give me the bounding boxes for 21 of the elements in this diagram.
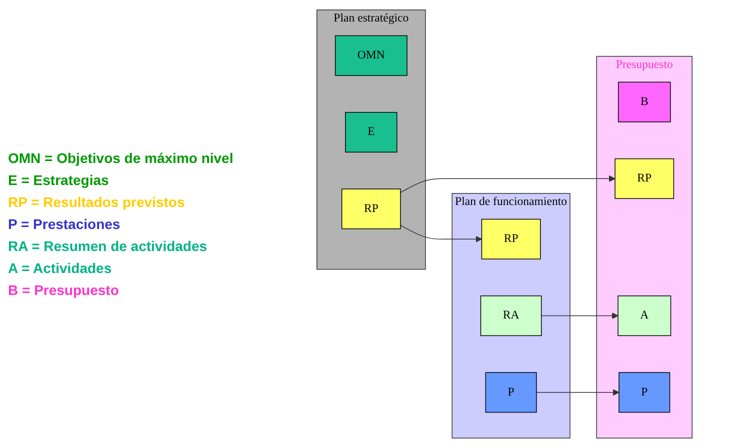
node-box: RP (481, 218, 541, 260)
node-box: RA (480, 296, 542, 336)
arrow (536, 389, 620, 396)
legend-entry: E = Estrategias (8, 172, 109, 188)
arrow (400, 224, 482, 242)
legend-entry: OMN = Objetivos de máximo nivel (8, 150, 234, 166)
node-box: P (618, 372, 670, 413)
node-box: OMN (334, 35, 408, 76)
node-box: RP (614, 158, 674, 199)
legend-entry: P = Prestaciones (8, 216, 120, 232)
legend-entry: A = Actividades (8, 260, 112, 276)
legend-entry: B = Presupuesto (8, 282, 119, 298)
arrow (400, 175, 616, 193)
node-box: B (618, 82, 671, 122)
arrow (540, 312, 618, 319)
node-box: E (345, 112, 398, 152)
legend-entry: RA = Resumen de actividades (8, 238, 208, 254)
node-box: P (485, 372, 537, 413)
node-box: A (618, 296, 672, 336)
node-box: RP (341, 188, 401, 230)
legend-entry: RP = Resultados previstos (8, 194, 185, 210)
